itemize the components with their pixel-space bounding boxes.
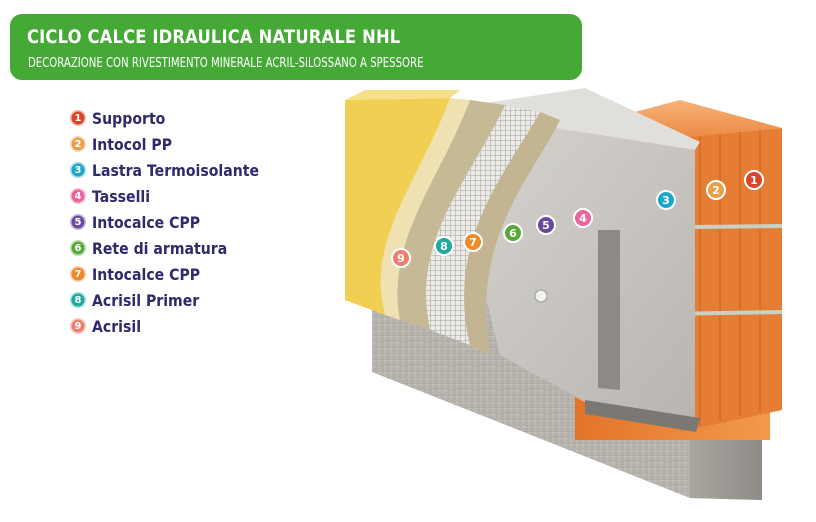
legend-label: Acrisil (92, 316, 142, 336)
legend-item-7: 7 Intocalce CPP (70, 261, 282, 287)
marker-2-circle (706, 180, 726, 200)
marker-8-circle (434, 236, 454, 256)
callout-markers: 1 2 3 4 5 6 7 8 9 (391, 170, 764, 268)
finish-coat-layer (345, 98, 450, 315)
legend-number-badge: 5 (70, 214, 86, 230)
marker-8-label: 8 (440, 240, 448, 253)
marker-7-circle (463, 232, 483, 252)
legend-item-6: 6 Rete di armatura (70, 235, 282, 261)
marker-3-circle (656, 190, 676, 210)
legend-number-badge: 3 (70, 162, 86, 178)
base-coat-layer (464, 112, 560, 355)
second-base-coat (397, 100, 505, 330)
legend-label: Intocalce CPP (92, 264, 201, 284)
marker-9-circle (391, 248, 411, 268)
legend-number-badge: 1 (70, 110, 86, 126)
primer-layer (380, 98, 470, 320)
legend-number-badge: 9 (70, 318, 86, 334)
brick-side (680, 128, 782, 432)
legend-label: Supporto (92, 108, 166, 128)
legend-item-2: 2 Intocol PP (70, 131, 282, 157)
legend-item-5: 5 Intocalce CPP (70, 209, 282, 235)
legend-number-badge: 6 (70, 240, 86, 256)
banner-title: CICLO CALCE IDRAULICA NATURALE NHL (27, 26, 401, 48)
legend-list: 1 Supporto 2 Intocol PP 3 Lastra Termoisola… (70, 105, 282, 339)
legend-number-badge: 7 (70, 266, 86, 282)
marker-9-label: 9 (397, 252, 405, 265)
legend-label: Intocalce CPP (92, 212, 201, 232)
marker-3-label: 3 (662, 194, 670, 207)
marker-1-circle (744, 170, 764, 190)
banner-subtitle: DECORAZIONE CON RIVESTIMENTO MINERALE AC… (28, 56, 424, 71)
marker-5-label: 5 (542, 219, 550, 232)
legend-label: Acrisil Primer (92, 290, 200, 310)
legend-number-badge: 8 (70, 292, 86, 308)
marker-4-circle (573, 208, 593, 228)
marker-1-label: 1 (750, 174, 758, 187)
anchor-dowel-icon (534, 289, 548, 303)
finish-coat-top (345, 90, 460, 100)
marker-2-label: 2 (712, 184, 720, 197)
marker-4-label: 4 (579, 212, 587, 225)
legend-label: Intocol PP (92, 134, 173, 154)
legend-label: Rete di armatura (92, 238, 228, 258)
legend-item-8: 8 Acrisil Primer (70, 287, 282, 313)
marker-7-label: 7 (469, 236, 477, 249)
reinforcement-mesh (426, 105, 540, 345)
legend-item-9: 9 Acrisil (70, 313, 282, 339)
legend-number-badge: 2 (70, 136, 86, 152)
insulation-board-top (440, 88, 700, 150)
concrete-base-side (690, 430, 762, 500)
legend-item-4: 4 Tasselli (70, 183, 282, 209)
legend-label: Tasselli (92, 186, 151, 206)
legend-item-3: 3 Lastra Termoisolante (70, 157, 282, 183)
title-banner: CICLO CALCE IDRAULICA NATURALE NHL DECOR… (10, 14, 582, 80)
legend-label: Lastra Termoisolante (92, 160, 260, 180)
marker-6-circle (503, 223, 523, 243)
starter-profile (585, 400, 700, 432)
marker-6-label: 6 (509, 227, 517, 240)
legend-item-1: 1 Supporto (70, 105, 282, 131)
insulation-edge (598, 230, 620, 390)
marker-5-circle (536, 215, 556, 235)
legend-number-badge: 4 (70, 188, 86, 204)
